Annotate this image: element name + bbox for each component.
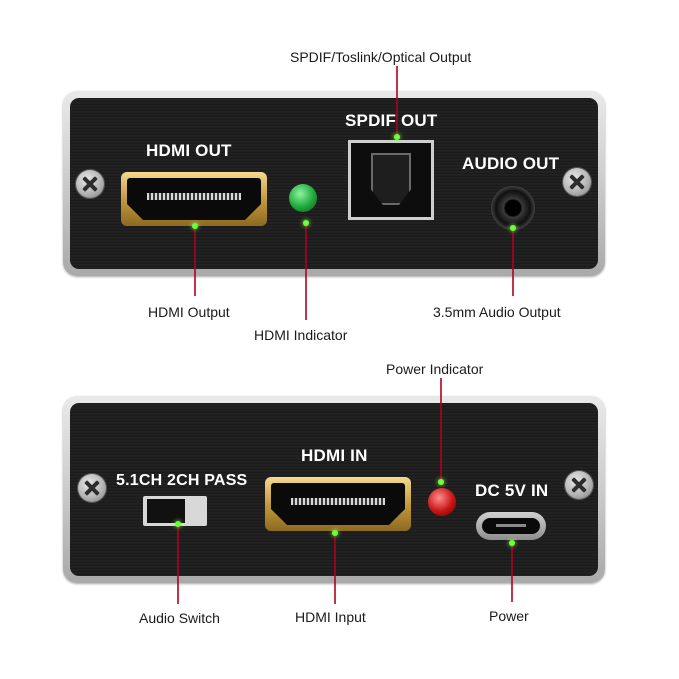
screw-icon [76,170,104,198]
indicator-dot [192,223,198,229]
audio-switch-label: 5.1CH 2CH PASS [116,472,248,489]
screw-icon [563,168,591,196]
micro-usb-power-port [476,512,546,540]
hdmi-indicator-led [289,184,317,212]
callout-power: Power [489,608,529,624]
indicator-dot [303,220,309,226]
top-device-panel [63,91,605,276]
spdif-optical-port [348,140,434,220]
indicator-dot [394,134,400,140]
hdmi-out-label: HDMI OUT [146,141,232,160]
indicator-dot [332,530,338,536]
callout-audio-switch: Audio Switch [139,610,220,626]
callout-hdmi-output: HDMI Output [148,304,230,320]
power-indicator-led [428,488,456,516]
callout-optical-output: SPDIF/Toslink/Optical Output [290,49,472,65]
hdmi-out-port [121,172,267,226]
screw-icon [78,474,106,502]
indicator-dot [509,540,515,546]
callout-power-indicator: Power Indicator [386,361,484,377]
audio-out-label: AUDIO OUT [462,154,560,173]
indicator-dot [510,225,516,231]
spdif-out-label: SPDIF OUT [345,111,438,130]
screw-icon [565,471,593,499]
hdmi-in-port [265,477,411,531]
dc-in-label: DC 5V IN [475,481,549,500]
indicator-dot [175,521,181,527]
callout-hdmi-input: HDMI Input [295,609,366,625]
hdmi-in-label: HDMI IN [301,446,368,465]
callout-hdmi-indicator: HDMI Indicator [254,327,348,343]
audio-jack-port [491,186,535,230]
indicator-dot [438,479,444,485]
callout-audio-output: 3.5mm Audio Output [433,304,561,320]
